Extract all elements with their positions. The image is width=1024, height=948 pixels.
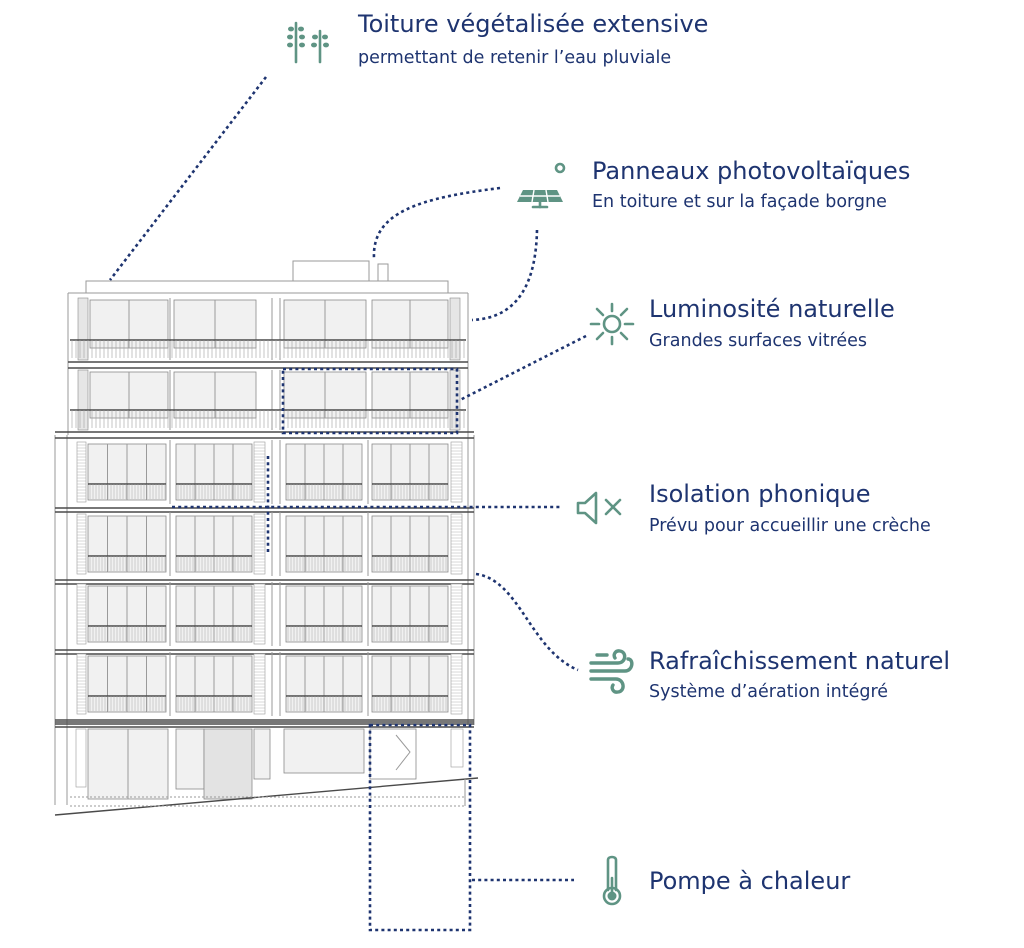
feature-subtitle: Système d’aération intégré [649, 682, 888, 702]
feature-title: Luminosité naturelle [649, 295, 895, 323]
building-elevation [54, 260, 479, 816]
thermometer-icon [602, 855, 622, 906]
feature-heat-pump: Pompe à chaleur [649, 867, 850, 895]
roof-chimney [377, 263, 389, 282]
feature-title: Rafraîchissement naturel [649, 647, 950, 675]
feature-title: Pompe à chaleur [649, 867, 850, 895]
feature-subtitle: permettant de retenir l’eau pluviale [358, 48, 671, 68]
trees-icon [287, 21, 329, 64]
feature-title: Isolation phonique [649, 480, 870, 508]
standard-floor [55, 512, 474, 585]
attic-floor [70, 369, 466, 431]
leader-solar-roof [372, 186, 501, 259]
standard-floors [55, 440, 474, 725]
feature-title: Toiture végétalisée extensive [357, 10, 708, 38]
feature-cooling: Rafraîchissement naturel Système d’aérat… [649, 647, 950, 702]
feature-subtitle: Prévu pour accueillir une crèche [649, 516, 931, 536]
feature-light: Luminosité naturelle Grandes surfaces vi… [649, 295, 895, 351]
glazing-highlight-box [281, 367, 459, 435]
leader-solar-facade [471, 229, 539, 322]
wind-icon [589, 649, 634, 694]
speaker-mute-icon [576, 491, 622, 525]
feature-title: Panneaux photovoltaïques [592, 157, 910, 185]
feature-green-roof: Toiture végétalisée extensive permettant… [357, 10, 708, 68]
feature-subtitle: En toiture et sur la façade borgne [592, 192, 887, 212]
leader-light [459, 334, 587, 402]
heat-pump-highlight-box [368, 723, 472, 932]
roof-structure [292, 260, 370, 282]
leader-green-roof [108, 76, 268, 281]
feature-solar: Panneaux photovoltaïques En toiture et s… [592, 157, 910, 212]
ground-floor [55, 721, 474, 800]
leader-lines [108, 76, 587, 932]
solar-panel-icon [517, 162, 566, 209]
standard-floor [55, 440, 474, 513]
feature-acoustic: Isolation phonique Prévu pour accueillir… [649, 480, 931, 536]
leader-cooling [475, 572, 579, 672]
attic-floors [70, 297, 466, 431]
feature-subtitle: Grandes surfaces vitrées [649, 331, 867, 351]
roof-parapet [85, 280, 449, 294]
standard-floor [55, 582, 474, 655]
sun-icon [589, 302, 635, 346]
attic-floor [70, 297, 466, 361]
standard-floor [55, 652, 474, 725]
